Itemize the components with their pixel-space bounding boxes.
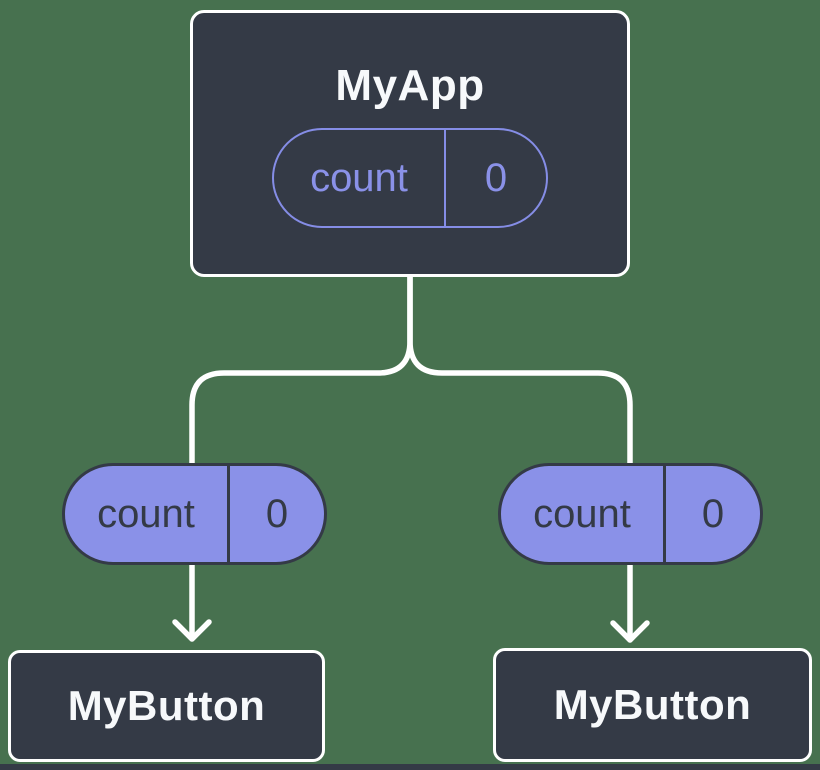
node-mybutton-left: MyButton — [8, 650, 325, 762]
prop-pill-left-child: count 0 — [62, 463, 327, 565]
arrow-down-icon-right — [610, 620, 650, 643]
prop-name: count — [97, 491, 195, 536]
node-mybutton-right-title: MyButton — [553, 681, 752, 728]
prop-pill-right-child: count 0 — [498, 463, 763, 565]
prop-pill-root: count 0 — [272, 128, 548, 228]
cropped-bottom-element-edge — [0, 764, 820, 770]
arrow-down-icon-left — [172, 619, 212, 642]
prop-value: 0 — [444, 130, 546, 226]
node-myapp: MyApp count 0 — [190, 10, 630, 277]
prop-name: count — [533, 491, 631, 536]
node-mybutton-right: MyButton — [493, 648, 812, 762]
node-myapp-title: MyApp — [335, 61, 485, 110]
prop-value: 0 — [663, 466, 760, 562]
prop-name: count — [310, 155, 408, 200]
node-mybutton-left-title: MyButton — [67, 682, 266, 729]
prop-value: 0 — [227, 466, 324, 562]
connector-left-branch — [189, 277, 413, 636]
connector-right-branch — [407, 277, 633, 637]
